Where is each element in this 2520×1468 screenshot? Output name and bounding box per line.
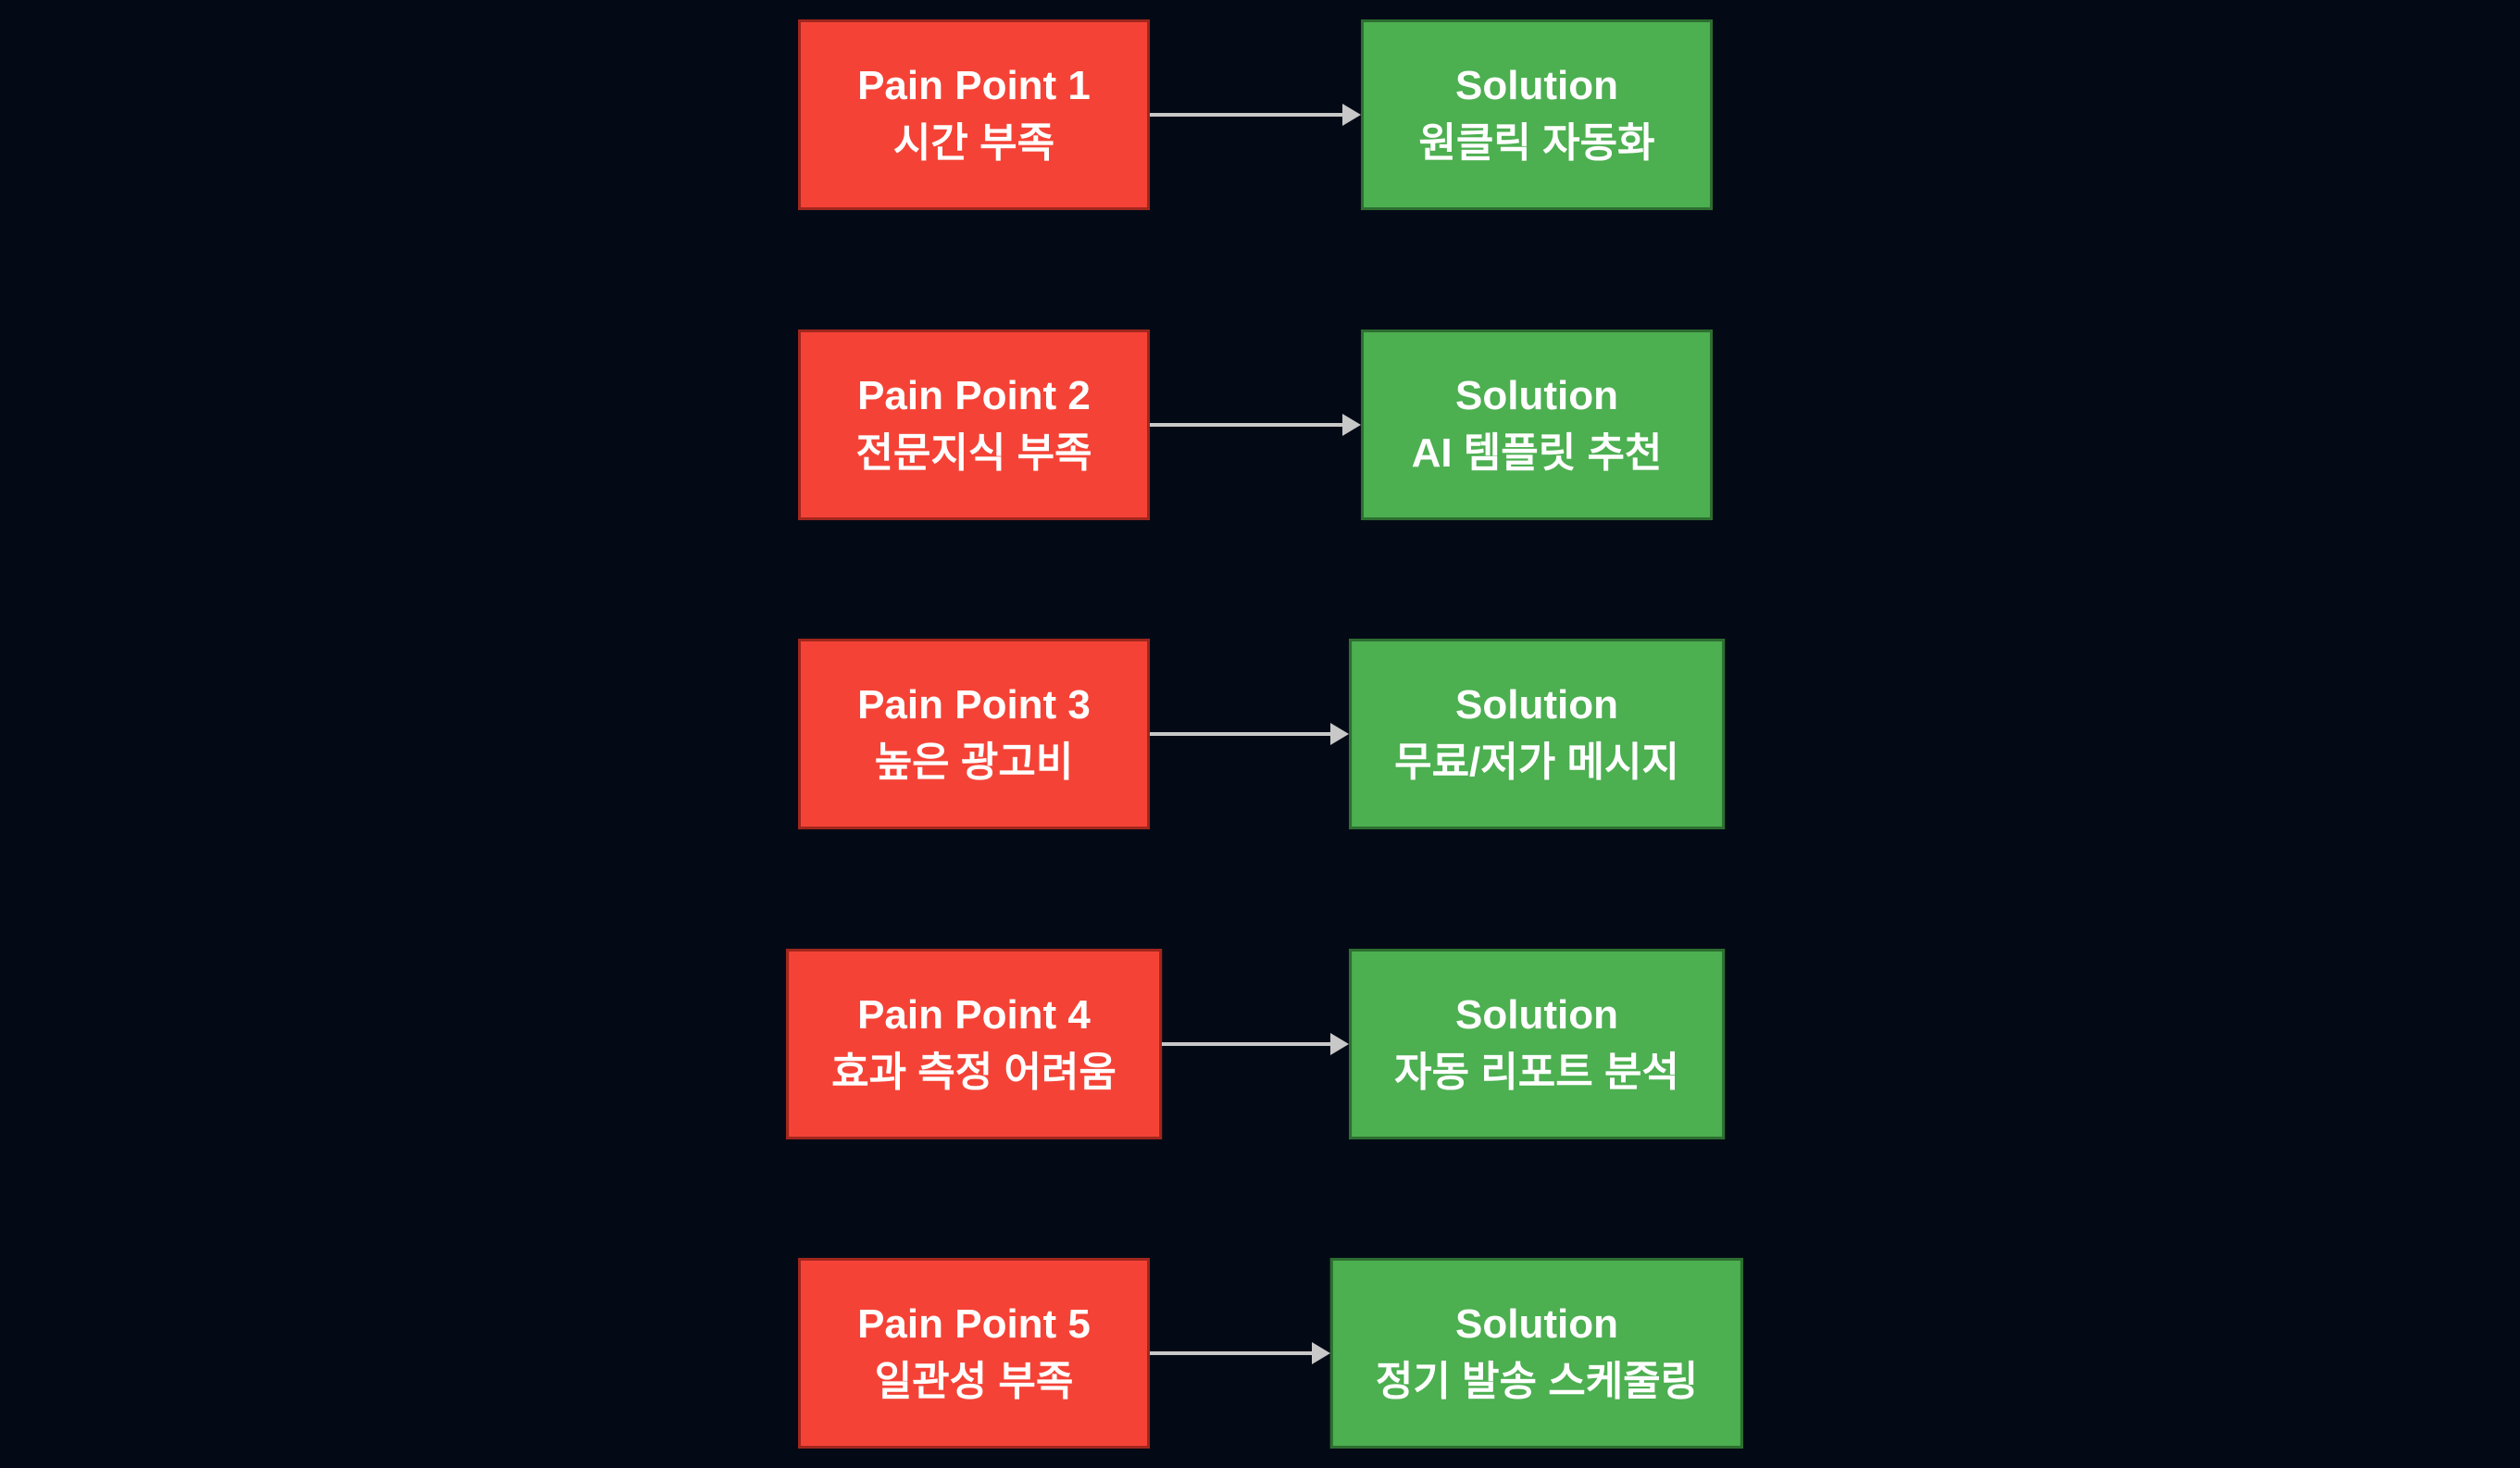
diagram-row: Pain Point 2 전문지식 부족 Solution AI 템플릿 추천 bbox=[0, 330, 2520, 520]
solution-title: Solution bbox=[1455, 63, 1618, 108]
diagram-row: Pain Point 3 높은 광고비 Solution 무료/저가 메시지 bbox=[0, 639, 2520, 829]
arrow-connector bbox=[1150, 104, 1361, 126]
pain-point-title: Pain Point 2 bbox=[857, 373, 1091, 418]
solution-box: Solution 자동 리포트 분석 bbox=[1349, 949, 1725, 1139]
solution-box: Solution 무료/저가 메시지 bbox=[1349, 639, 1725, 829]
solution-label: 정기 발송 스케줄링 bbox=[1375, 1359, 1699, 1404]
solution-title: Solution bbox=[1455, 1301, 1618, 1347]
arrow-connector bbox=[1150, 1342, 1330, 1364]
solution-title: Solution bbox=[1455, 373, 1618, 418]
pain-point-label: 효과 측정 어려움 bbox=[831, 1050, 1117, 1095]
pain-point-box: Pain Point 4 효과 측정 어려움 bbox=[786, 949, 1162, 1139]
arrow-connector bbox=[1161, 1033, 1350, 1055]
solution-label: AI 템플릿 추천 bbox=[1411, 430, 1663, 476]
solution-title: Solution bbox=[1455, 682, 1618, 728]
solution-label: 무료/저가 메시지 bbox=[1394, 740, 1679, 785]
pain-point-title: Pain Point 3 bbox=[857, 682, 1091, 728]
pain-point-box: Pain Point 2 전문지식 부족 bbox=[798, 330, 1150, 520]
pain-point-box: Pain Point 1 시간 부족 bbox=[798, 19, 1150, 210]
diagram-row: Pain Point 4 효과 측정 어려움 Solution 자동 리포트 분… bbox=[0, 949, 2520, 1139]
pain-point-box: Pain Point 5 일관성 부족 bbox=[798, 1258, 1150, 1449]
solution-box: Solution 원클릭 자동화 bbox=[1361, 19, 1713, 210]
pain-point-label: 일관성 부족 bbox=[874, 1359, 1074, 1404]
arrow-head-icon bbox=[1342, 104, 1361, 126]
diagram-row: Pain Point 1 시간 부족 Solution 원클릭 자동화 bbox=[0, 19, 2520, 210]
solution-title: Solution bbox=[1455, 992, 1618, 1038]
solution-label: 원클릭 자동화 bbox=[1418, 120, 1655, 166]
pain-point-title: Pain Point 5 bbox=[857, 1301, 1091, 1347]
pain-point-label: 높은 광고비 bbox=[874, 740, 1074, 785]
pain-point-title: Pain Point 1 bbox=[857, 63, 1091, 108]
pain-point-label: 시간 부족 bbox=[892, 120, 1055, 166]
arrow-head-icon bbox=[1311, 1342, 1330, 1364]
arrow-head-icon bbox=[1330, 1033, 1350, 1055]
pain-point-title: Pain Point 4 bbox=[857, 992, 1091, 1038]
pain-point-label: 전문지식 부족 bbox=[855, 430, 1092, 476]
diagram-row: Pain Point 5 일관성 부족 Solution 정기 발송 스케줄링 bbox=[0, 1258, 2520, 1449]
arrow-connector bbox=[1150, 723, 1350, 745]
arrow-connector bbox=[1150, 414, 1361, 436]
solution-box: Solution 정기 발송 스케줄링 bbox=[1329, 1258, 1744, 1449]
solution-label: 자동 리포트 분석 bbox=[1394, 1050, 1679, 1095]
pain-point-box: Pain Point 3 높은 광고비 bbox=[798, 639, 1150, 829]
solution-box: Solution AI 템플릿 추천 bbox=[1361, 330, 1713, 520]
arrow-head-icon bbox=[1342, 414, 1361, 436]
arrow-head-icon bbox=[1330, 723, 1350, 745]
